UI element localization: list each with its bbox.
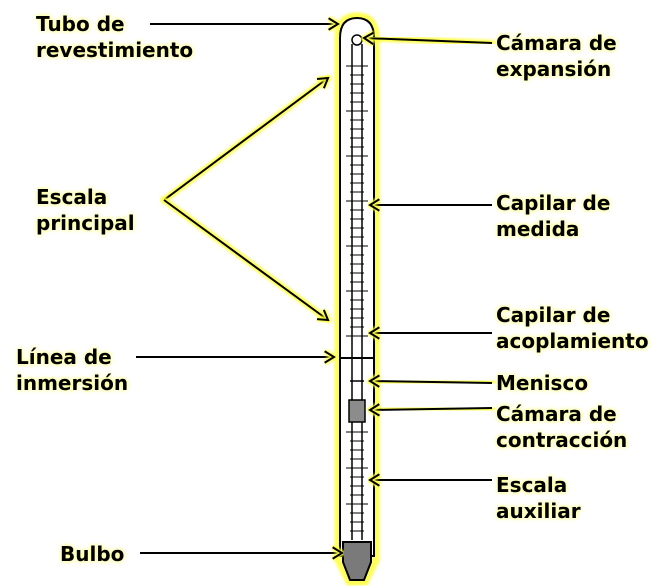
label-tubo-revestimiento: Tubo de revestimiento xyxy=(36,12,194,62)
label-linea-inmersion: Línea de inmersión xyxy=(16,345,129,395)
leader-camara-exp xyxy=(359,30,495,47)
label-capilar-acoplamiento: Capilar de acoplamiento xyxy=(496,303,649,353)
leader-camara-contr xyxy=(365,401,495,418)
leader-bulbo xyxy=(137,545,347,561)
label-capilar-medida: Capilar de medida xyxy=(496,191,611,241)
outer-tube xyxy=(339,16,375,557)
label-menisco: Menisco xyxy=(496,371,589,395)
main-scale-ticks xyxy=(346,65,368,337)
label-camara-expansion: Cámara de expansión xyxy=(496,31,617,81)
auxiliary-scale-ticks xyxy=(346,431,368,532)
leader-escala-aux xyxy=(365,472,495,488)
leader-lines xyxy=(133,16,495,561)
leader-linea xyxy=(133,349,339,365)
leader-tubo xyxy=(147,16,343,32)
label-bulbo: Bulbo xyxy=(60,542,125,566)
leader-escala-lower xyxy=(161,197,332,323)
leader-menisco xyxy=(365,373,495,390)
leader-capilar-medida xyxy=(365,197,495,213)
contraction-chamber xyxy=(348,399,366,423)
capillary xyxy=(351,34,363,540)
leader-escala-upper xyxy=(161,75,332,203)
bulb xyxy=(342,541,372,581)
label-escala-auxiliar: Escala auxiliar xyxy=(496,473,581,523)
leader-capilar-acopl xyxy=(365,325,495,341)
label-escala-principal: Escala principal xyxy=(36,185,135,235)
label-camara-contraccion: Cámara de contracción xyxy=(496,402,628,452)
